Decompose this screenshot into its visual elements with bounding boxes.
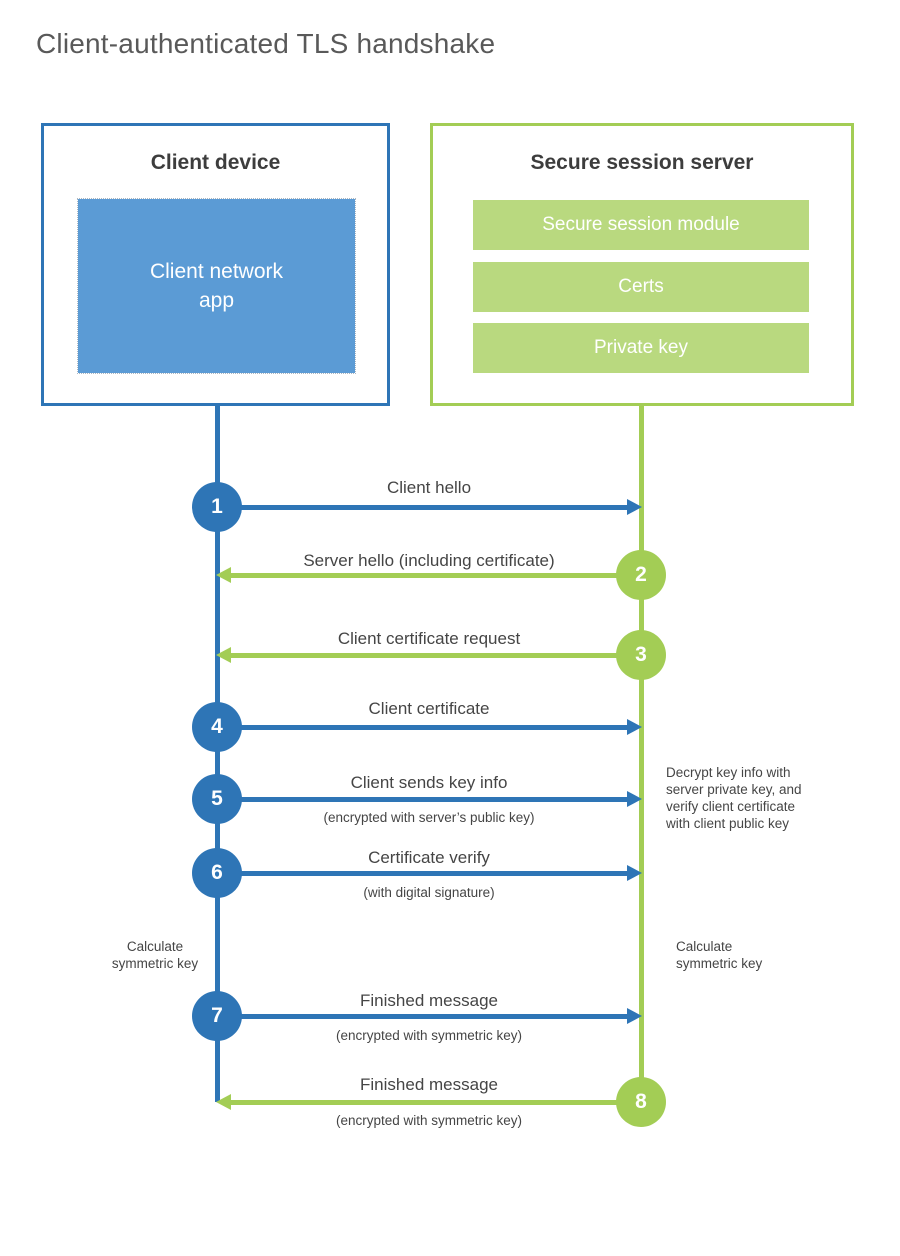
step-5-arrow-line: [217, 797, 629, 802]
step-6-arrowhead-icon: [627, 865, 642, 881]
step-5-sublabel: (encrypted with server’s public key): [323, 810, 535, 825]
step-8-sublabel: (encrypted with symmetric key): [335, 1113, 523, 1128]
step-3-number-badge: 3: [616, 630, 666, 680]
step-5-label: Client sends key info: [350, 773, 508, 792]
step-3-arrow-line: [229, 653, 641, 658]
step-6-label: Certificate verify: [368, 848, 490, 867]
step-1-arrow-line: [217, 505, 629, 510]
step-2-label: Server hello (including certificate): [303, 551, 555, 570]
client-network-app-label: Client network app: [149, 260, 284, 312]
step-7-arrow-line: [217, 1014, 629, 1019]
step-7-label: Finished message: [360, 991, 498, 1010]
calculate-symmetric-key-client-note: Calculate symmetric key: [111, 939, 199, 971]
server-lifeline: [639, 406, 644, 1102]
secure-session-server-box: Secure session server Secure session mod…: [430, 123, 854, 406]
step-7-arrowhead-icon: [627, 1008, 642, 1024]
step-8-arrow-line: [229, 1100, 641, 1105]
step-6-sublabel: (with digital signature): [363, 885, 495, 900]
step-6-arrow-line: [217, 871, 629, 876]
step-4-arrow-line: [217, 725, 629, 730]
step-1-number-badge: 1: [192, 482, 242, 532]
client-lifeline: [215, 406, 220, 1102]
step-7-number-badge: 7: [192, 991, 242, 1041]
decrypt-key-note: Decrypt key info with server private key…: [666, 765, 802, 831]
step-8-number-badge: 8: [616, 1077, 666, 1127]
step-5-arrowhead-icon: [627, 791, 642, 807]
step-3-arrowhead-icon: [216, 647, 231, 663]
step-2-arrow-line: [229, 573, 641, 578]
step-7-sublabel: (encrypted with symmetric key): [335, 1028, 523, 1043]
step-4-arrowhead-icon: [627, 719, 642, 735]
page-title: Client-authenticated TLS handshake: [36, 28, 496, 59]
step-2-arrowhead-icon: [216, 567, 231, 583]
calculate-symmetric-key-server-note: Calculate symmetric key: [676, 939, 763, 971]
server-module-certs: Certs: [473, 262, 809, 312]
step-3-label: Client certificate request: [337, 629, 521, 648]
step-6-number-badge: 6: [192, 848, 242, 898]
client-device-box: Client device Client network app: [41, 123, 390, 406]
step-8-label: Finished message: [360, 1075, 498, 1094]
client-device-heading: Client device: [150, 151, 281, 174]
step-1-arrowhead-icon: [627, 499, 642, 515]
secure-session-server-heading: Secure session server: [530, 151, 754, 174]
step-4-label: Client certificate: [368, 699, 490, 718]
step-8-arrowhead-icon: [216, 1094, 231, 1110]
step-2-number-badge: 2: [616, 550, 666, 600]
server-module-private-key: Private key: [473, 323, 809, 373]
step-5-number-badge: 5: [192, 774, 242, 824]
step-4-number-badge: 4: [192, 702, 242, 752]
client-network-app-box: Client network app: [77, 198, 356, 374]
server-module-secure-session: Secure session module: [473, 200, 809, 250]
step-1-label: Client hello: [386, 478, 472, 497]
